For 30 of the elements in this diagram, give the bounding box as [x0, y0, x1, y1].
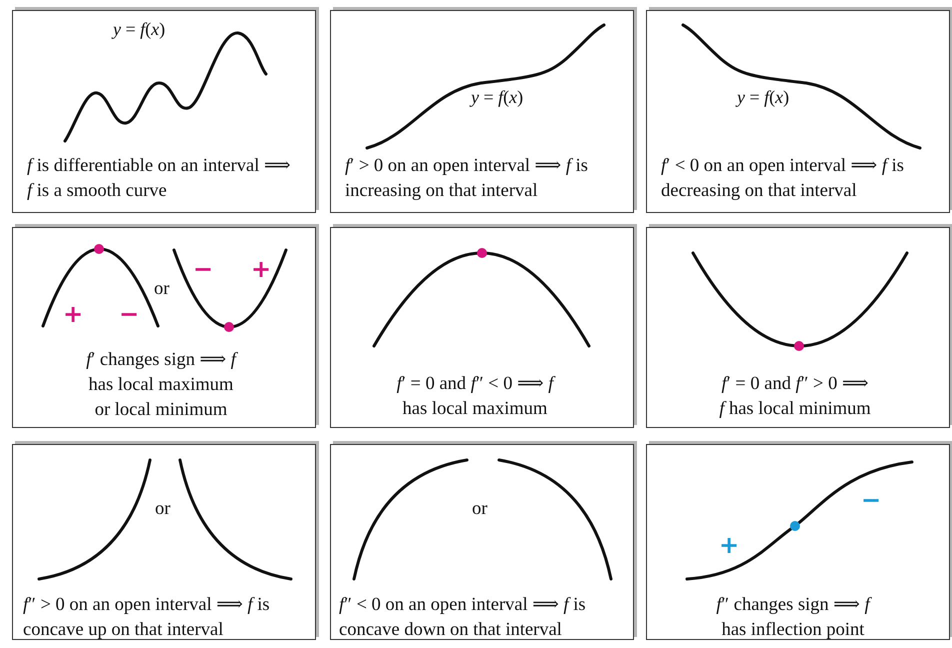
caption-text: f″ < 0 on an open interval ⟹ f is concave down on that interval	[339, 594, 587, 642]
equation-label: y = f(x)	[737, 86, 790, 109]
caption-text: f″ changes sign ⟹ f has inflection point	[715, 594, 871, 642]
equation-label: y = f(x)	[113, 18, 166, 41]
sign-label: +	[719, 533, 740, 557]
caption-text: f is differentiable on an interval ⟹ f is a smooth curve	[27, 155, 292, 203]
panel	[330, 444, 634, 640]
equation-label: y = f(x)	[471, 86, 524, 109]
sign-label: −	[861, 488, 882, 512]
panel	[12, 10, 316, 213]
or-label: or	[155, 498, 170, 521]
sign-label: +	[251, 257, 272, 281]
panel	[12, 227, 316, 428]
caption-text: f′ = 0 and f″ < 0 ⟹ f has local maximum	[396, 373, 554, 421]
panel	[330, 227, 634, 428]
panel	[330, 10, 634, 213]
panel	[646, 444, 950, 640]
sign-label: −	[119, 302, 140, 326]
or-label: or	[472, 498, 488, 521]
panel	[646, 10, 950, 213]
caption-text: f′ > 0 on an open interval ⟹ f is increasing on that interval	[345, 155, 589, 203]
panel	[12, 444, 316, 640]
sign-label: −	[193, 257, 214, 281]
caption-text: f″ > 0 on an open interval ⟹ f is concave up on that interval	[23, 594, 271, 642]
sign-label: +	[63, 302, 84, 326]
caption-text: f′ = 0 and f″ > 0 ⟹ f has local minimum	[718, 373, 872, 421]
caption-text: f′ < 0 on an open interval ⟹ f is decreasing on that interval	[661, 155, 905, 203]
caption-text: f′ changes sign ⟹ f has local maximum or local minimum	[85, 349, 238, 422]
panel	[646, 227, 950, 428]
or-label: or	[154, 278, 170, 301]
